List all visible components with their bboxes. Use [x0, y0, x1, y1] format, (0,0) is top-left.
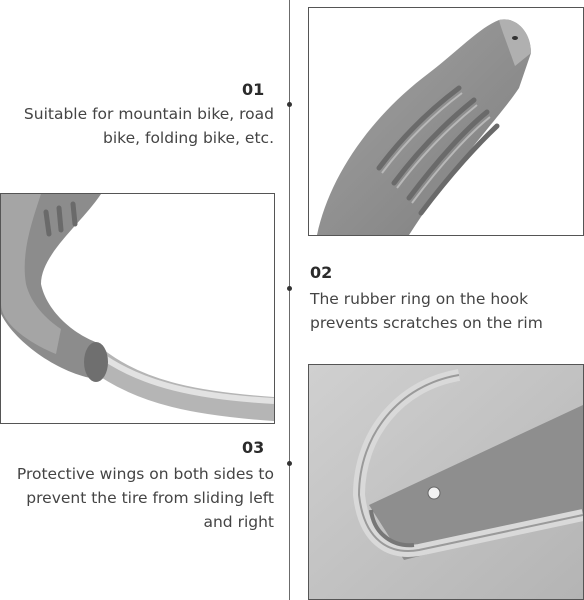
photo-rubber-hook-tip — [308, 7, 584, 236]
section-01-dot — [287, 102, 292, 107]
rubber-hook-tip-illustration — [309, 8, 583, 235]
section-02-dot — [287, 286, 292, 291]
photo-rubber-ring — [0, 193, 275, 424]
section-03-line-1: Protective wings on both sides to — [16, 465, 274, 483]
section-03-line-2: prevent the tire from sliding left — [26, 489, 274, 507]
protective-wings-illustration — [309, 365, 583, 599]
section-03-dot — [287, 461, 292, 466]
section-01-line-1: Suitable for mountain bike, road — [23, 105, 274, 123]
section-01-number: 01 — [242, 80, 265, 99]
center-divider-line — [289, 0, 290, 600]
section-02-description: The rubber ring on the hook prevents scr… — [310, 287, 580, 335]
section-03-number: 03 — [242, 438, 265, 457]
section-02-line-1: The rubber ring on the hook — [310, 290, 529, 308]
section-01-description: Suitable for mountain bike, road bike, f… — [0, 102, 274, 150]
rubber-ring-illustration — [1, 194, 274, 423]
section-03-line-3: and right — [203, 513, 274, 531]
section-01-line-2: bike, folding bike, etc. — [103, 129, 274, 147]
section-02-line-2: prevents scratches on the rim — [310, 314, 543, 332]
section-03-description: Protective wings on both sides to preven… — [0, 462, 274, 534]
photo-protective-wings — [308, 364, 584, 600]
section-02-number: 02 — [310, 263, 333, 282]
